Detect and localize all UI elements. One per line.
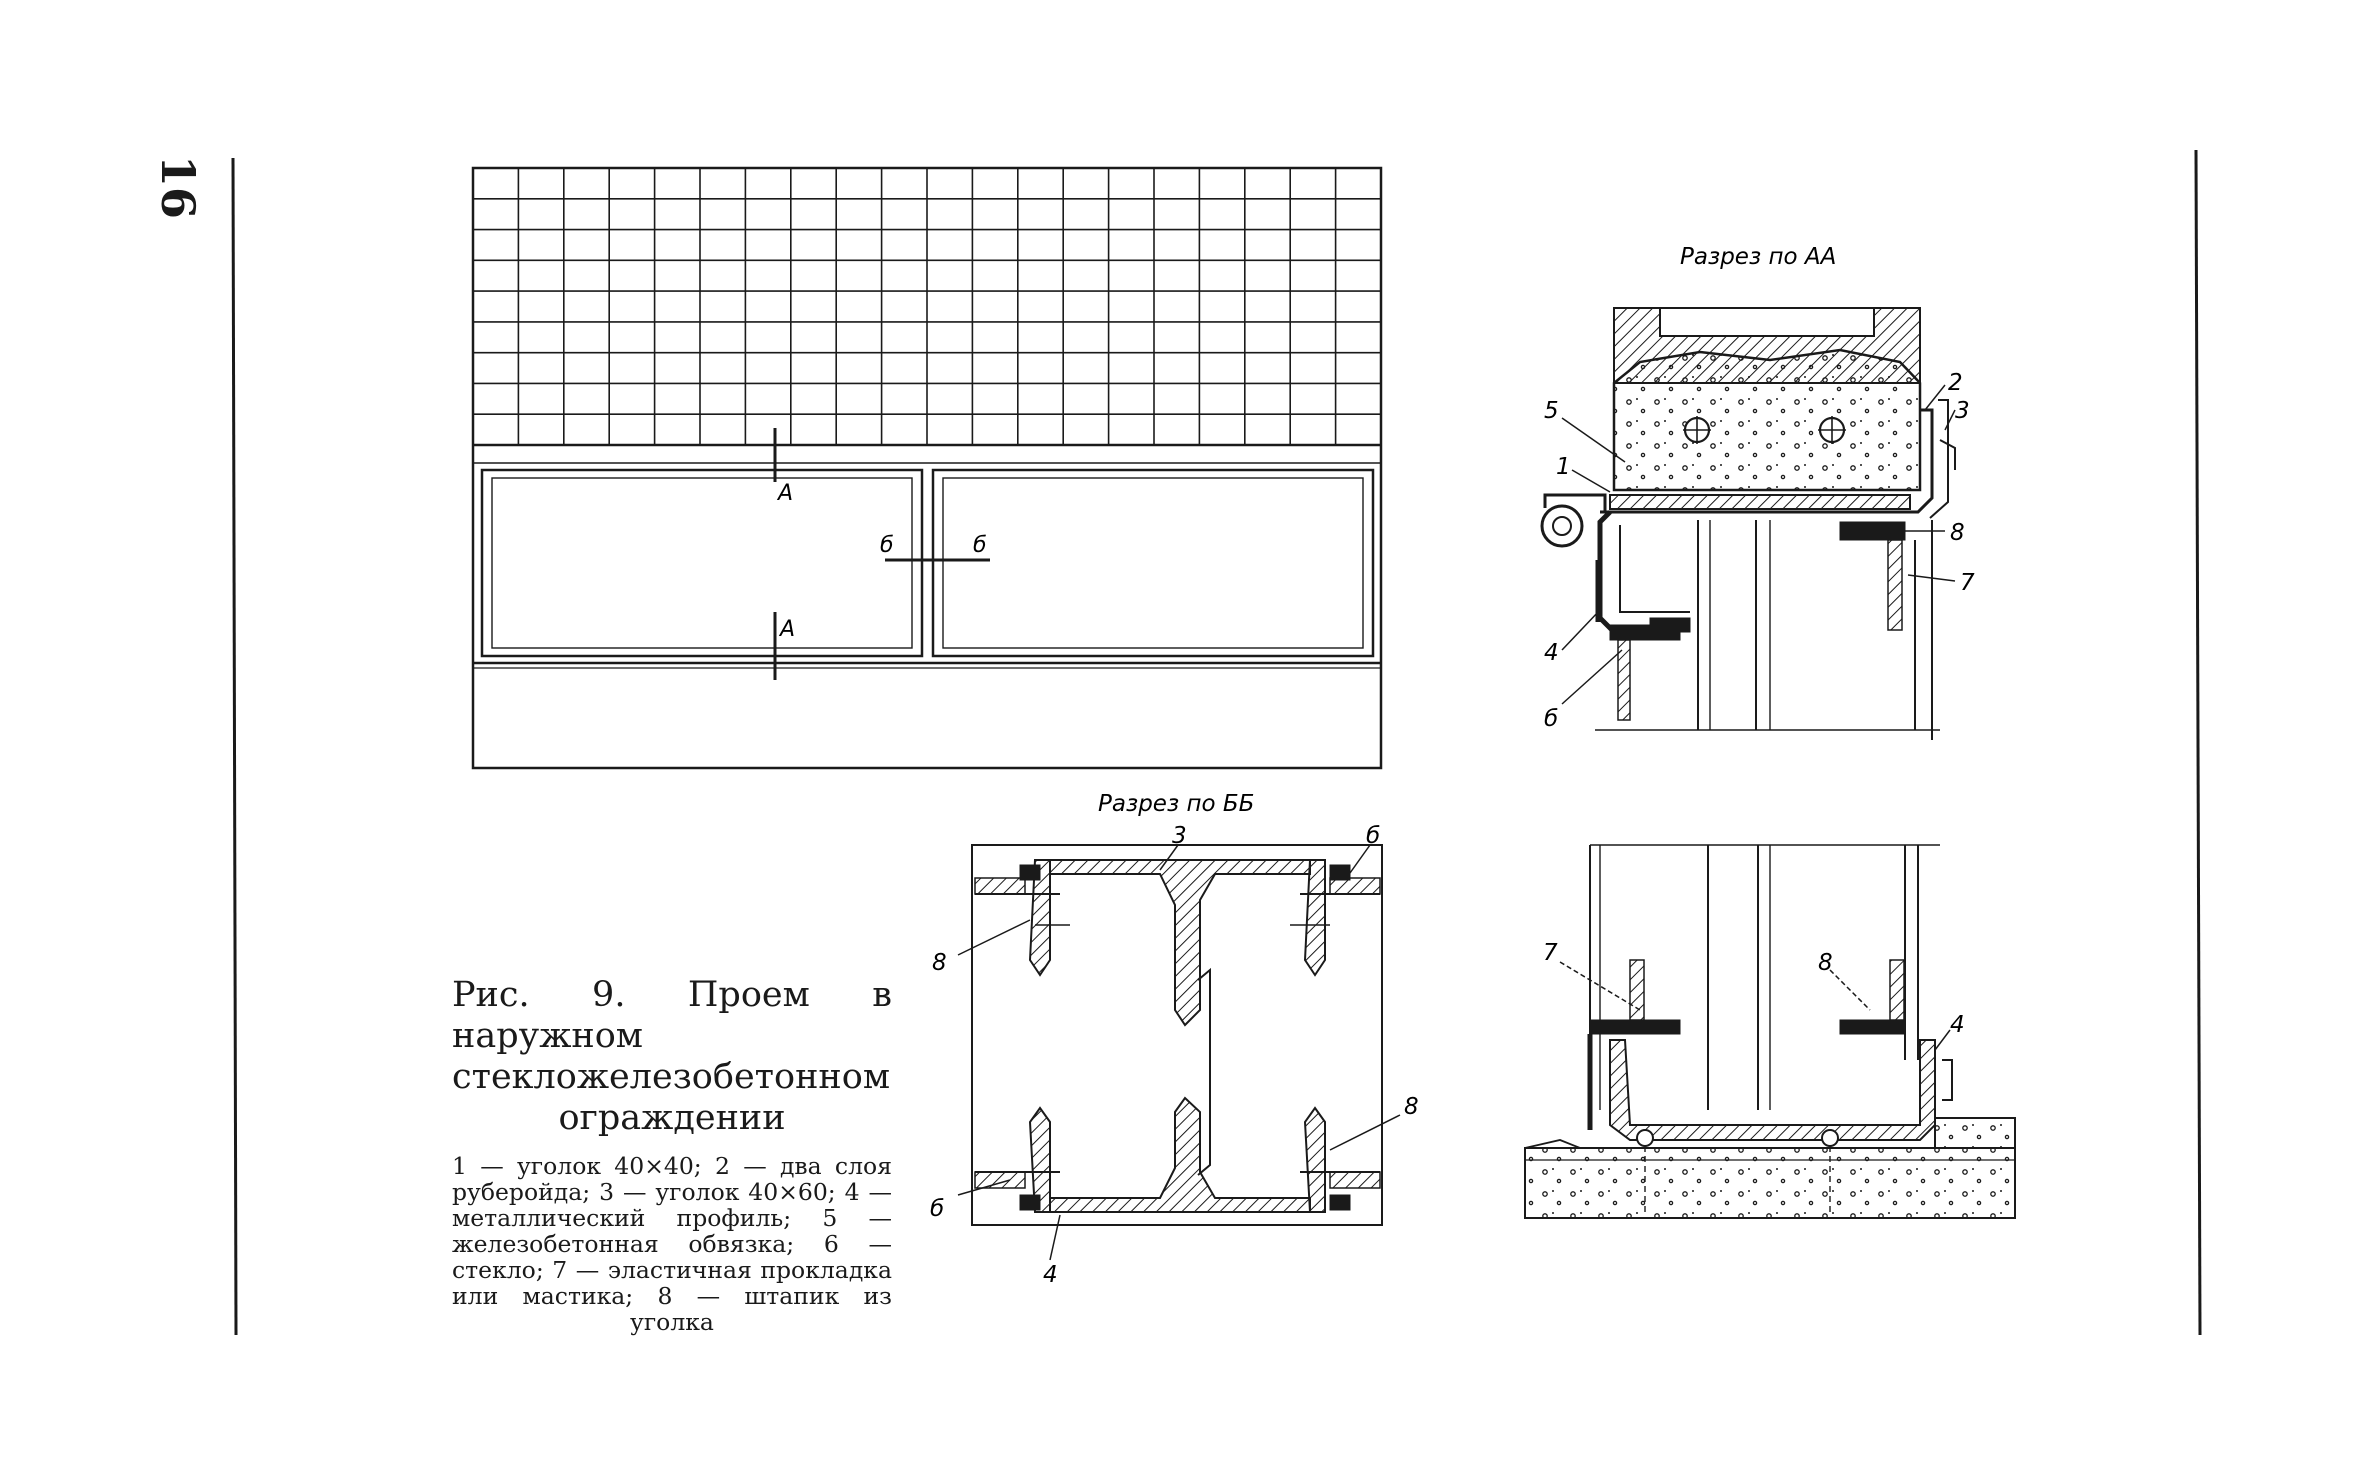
aa-label-6: б [1544,706,1558,732]
bb-label-4: 4 [1043,1262,1058,1288]
aa-label-7: 7 [1960,570,1975,596]
aa-label-2: 2 [1948,370,1963,396]
aa-bottom-label-8: 8 [1818,950,1833,976]
section-aa-title: Разрез по АА [1680,244,1836,270]
left-margin-rule [231,157,238,1336]
glass-block-grid [473,168,1381,445]
window-sash-right [931,468,1375,658]
section-aa-bottom-leaders [1559,961,1951,1051]
aa-label-8: 8 [1950,520,1965,546]
caption-legend: 1 — уголок 40×40; 2 — два слоя руберойда… [452,1152,892,1336]
section-aa-bottom [1524,844,2016,1219]
section-aa-top [1540,307,1956,740]
window-sash-left [480,468,924,658]
bb-label-3: 3 [1172,823,1187,849]
aa-label-4: 4 [1544,640,1559,666]
cut-b-label-left: б [880,533,894,558]
bb-label-6-bottom: б [930,1196,944,1222]
facade-elevation [471,166,1383,770]
caption-title: Рис. 9. Проем в наружном стекложелезобет… [452,975,892,1138]
cut-b-label-right: б [973,533,987,558]
section-bb-leaders [957,844,1401,1261]
bb-label-8-left: 8 [932,950,947,976]
section-aa-leaders [1561,384,1956,705]
aa-label-3: 3 [1955,398,1970,424]
aa-label-5: 5 [1544,398,1559,424]
bb-label-8-right: 8 [1404,1094,1419,1120]
bb-label-6-top: б [1366,823,1380,849]
section-bb [971,844,1383,1226]
figure-caption: Рис. 9. Проем в наружном стекложелезобет… [452,975,892,1335]
cut-a-label-bottom: А [778,617,795,642]
aa-bottom-label-4: 4 [1950,1012,1965,1038]
section-bb-title: Разрез по ББ [1098,791,1254,817]
right-margin-rule [2194,149,2202,1336]
aa-bottom-label-7: 7 [1543,940,1558,966]
aa-label-1: 1 [1556,454,1571,480]
cut-a-label-top: А [776,481,793,506]
